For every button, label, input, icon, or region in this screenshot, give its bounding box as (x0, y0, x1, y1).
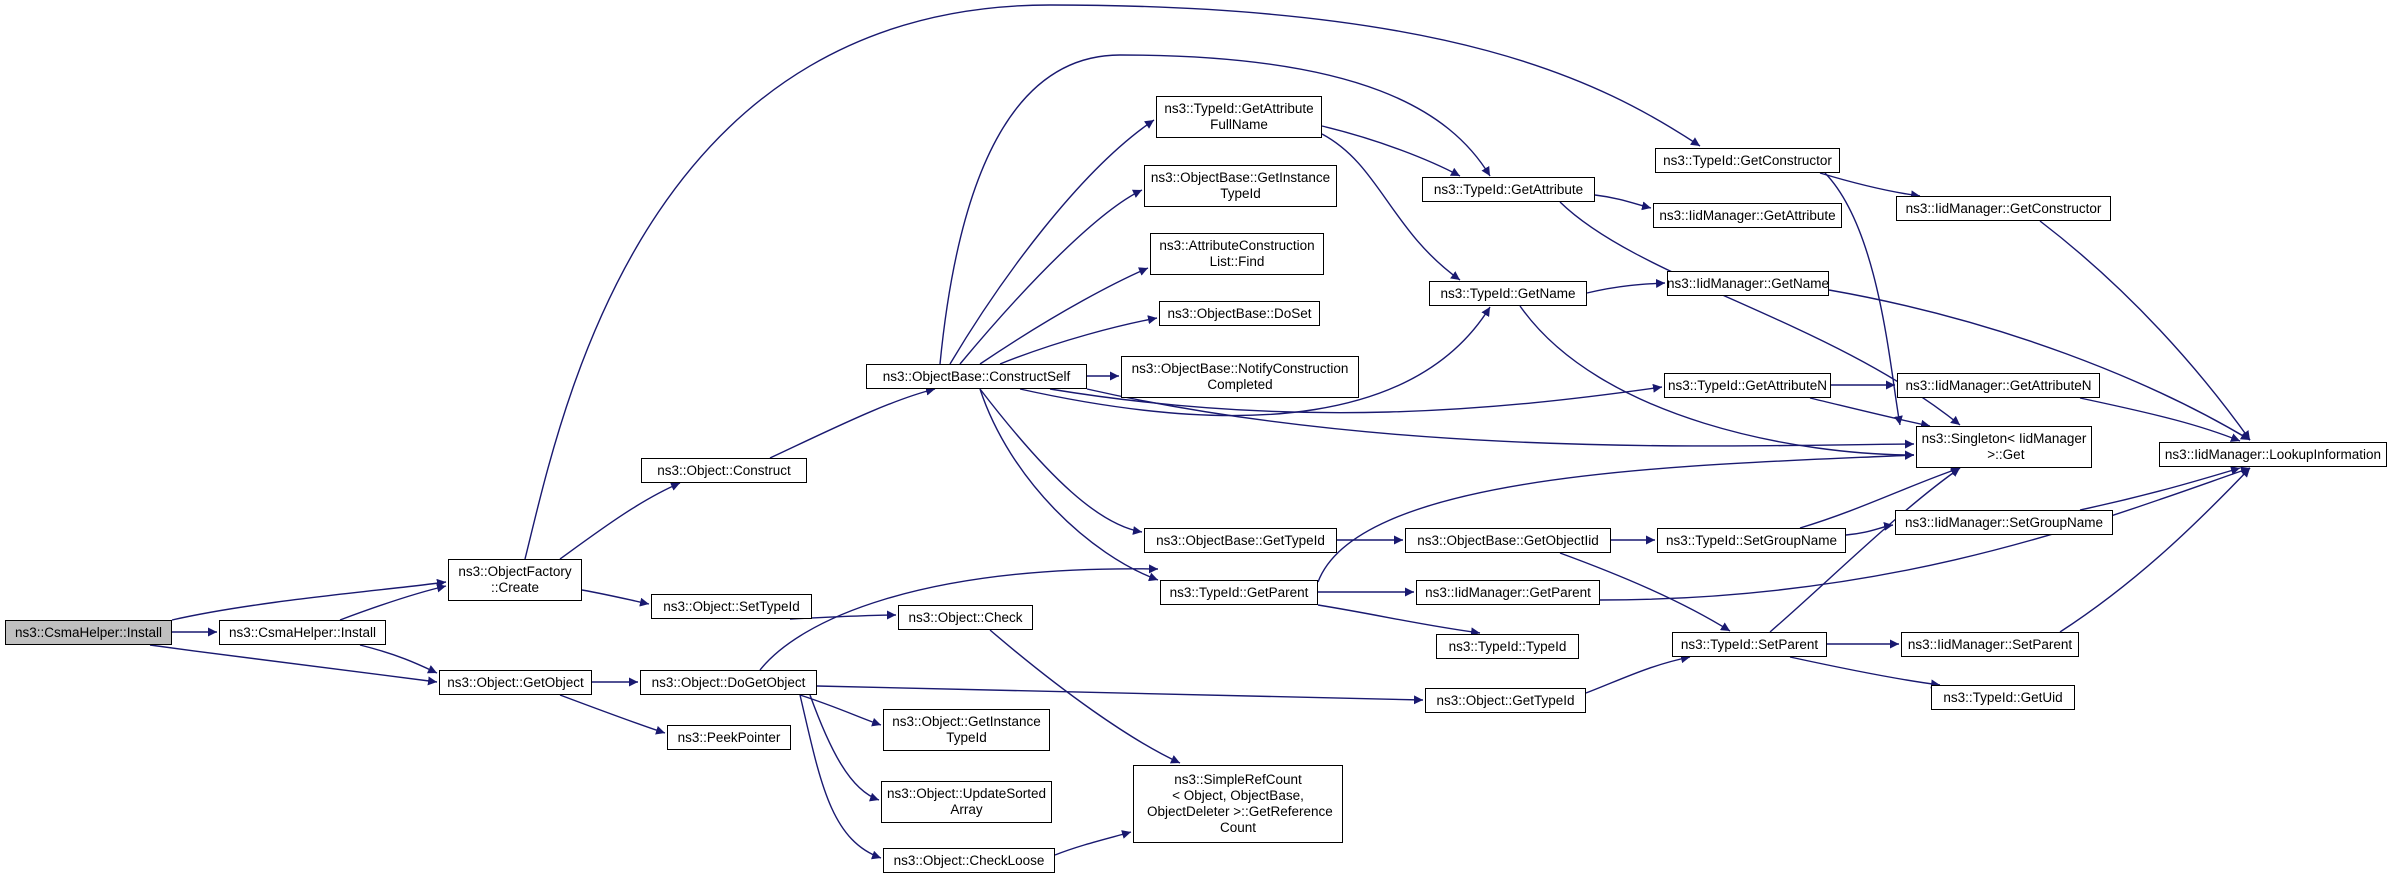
node-object-dogetobject[interactable]: ns3::Object::DoGetObject (640, 670, 817, 695)
edge-typeid-getname-to-iidmanager-getname (1586, 278, 1666, 294)
edge-typeid-setparent-to-typeid-getuid (1789, 656, 1941, 689)
node-iidmanager-setgroupname[interactable]: ns3::IidManager::SetGroupName (1895, 510, 2113, 535)
edge-constructself-to-typeid-getattribute (939, 54, 1491, 365)
node-typeid-typeid[interactable]: ns3::TypeId::TypeId (1436, 634, 1579, 659)
edge-object-checkloose-to-simplerefcount (1054, 830, 1132, 856)
node-object-construct[interactable]: ns3::Object::Construct (641, 458, 807, 483)
node-typeid-getuid[interactable]: ns3::TypeId::GetUid (1931, 685, 2075, 710)
edge-object-dogetobject-to-object-checkloose (799, 694, 882, 860)
node-objectbase-getobjectiid[interactable]: ns3::ObjectBase::GetObjectIid (1405, 528, 1611, 553)
node-iidmanager-setparent[interactable]: ns3::IidManager::SetParent (1901, 632, 2079, 657)
node-iidmanager-getattribute[interactable]: ns3::IidManager::GetAttribute (1653, 203, 1842, 228)
node-objectbase-getinstancetypeid[interactable]: ns3::ObjectBase::GetInstance TypeId (1144, 165, 1337, 207)
node-iidmanager-lookupinformation[interactable]: ns3::IidManager::LookupInformation (2159, 442, 2387, 467)
edge-constructself-to-typeid-getparent (979, 388, 1159, 582)
edge-iidmanager-getname-to-lookupinformation (1828, 289, 2251, 441)
edge-object-getobject-to-peekpointer (559, 694, 666, 735)
edge-iidmanager-getattributen-to-lookupinformation (2079, 397, 2241, 442)
node-peekpointer[interactable]: ns3::PeekPointer (667, 725, 791, 750)
node-object-updatesortedarray[interactable]: ns3::Object::UpdateSorted Array (881, 781, 1052, 823)
edge-constructself-to-objectbase-doset (999, 315, 1158, 365)
node-objectbase-doset[interactable]: ns3::ObjectBase::DoSet (1159, 301, 1320, 326)
edge-objectfactory-create-to-object-construct (559, 482, 681, 560)
node-object-check[interactable]: ns3::Object::Check (898, 605, 1033, 630)
edge-constructself-to-attributeconstructionlist-find (979, 267, 1149, 365)
node-object-settypeid[interactable]: ns3::Object::SetTypeId (651, 594, 812, 619)
edge-object-check-to-simplerefcount (989, 629, 1181, 764)
edge-constructself-to-typeid-getattributefullname (949, 119, 1155, 365)
node-object-getinstancetypeid[interactable]: ns3::Object::GetInstance TypeId (883, 709, 1050, 751)
node-typeid-getattributefullname[interactable]: ns3::TypeId::GetAttribute FullName (1156, 96, 1322, 138)
edge-typeid-setparent-to-singleton-get (1769, 467, 1961, 633)
node-object-getobject[interactable]: ns3::Object::GetObject (439, 670, 592, 695)
node-objectfactory-create[interactable]: ns3::ObjectFactory ::Create (448, 559, 582, 601)
node-iidmanager-getparent[interactable]: ns3::IidManager::GetParent (1416, 580, 1600, 605)
edge-csmahelper-install-root-to-objectfactory-create (171, 578, 447, 621)
node-iidmanager-getattributen[interactable]: ns3::IidManager::GetAttributeN (1897, 373, 2100, 398)
edge-object-gettypeid-to-typeid-setparent (1585, 654, 1691, 694)
edge-typeid-getparent-to-singleton-get (1317, 450, 1915, 583)
edge-constructself-to-objectbase-gettypeid (979, 388, 1143, 535)
node-object-checkloose[interactable]: ns3::Object::CheckLoose (883, 848, 1055, 873)
node-csmahelper-install[interactable]: ns3::CsmaHelper::Install (219, 620, 386, 645)
edge-objectbase-getobjectiid-to-typeid-setparent (1559, 552, 1731, 632)
edge-iidmanager-setgroupname-to-lookupinformation (2079, 466, 2241, 511)
node-typeid-getconstructor[interactable]: ns3::TypeId::GetConstructor (1655, 148, 1840, 173)
node-objectbase-notifyconstructioncompleted[interactable]: ns3::ObjectBase::NotifyConstruction Comp… (1121, 356, 1359, 398)
node-attributeconstructionlist-find[interactable]: ns3::AttributeConstruction List::Find (1150, 233, 1324, 275)
edge-object-construct-to-objectbase-constructself (769, 386, 936, 459)
edge-typeid-getattribute-to-iidmanager-getattribute (1594, 194, 1652, 211)
edge-iidmanager-getparent-to-lookupinformation (1599, 466, 2251, 601)
edge-constructself-to-singleton-get (1086, 388, 1915, 449)
edge-object-dogetobject-to-object-updatesortedarray (809, 694, 880, 802)
edge-object-dogetobject-to-object-gettypeid (816, 685, 1424, 705)
edge-typeid-getconstructor-to-iidmanager-getconstructor (1819, 172, 1921, 200)
node-object-gettypeid[interactable]: ns3::Object::GetTypeId (1425, 688, 1586, 713)
edge-object-dogetobject-to-typeid-getparent (759, 564, 1159, 671)
edge-typeid-getparent-to-typeid-typeid (1317, 604, 1481, 637)
node-iidmanager-getconstructor[interactable]: ns3::IidManager::GetConstructor (1896, 196, 2111, 221)
edge-typeid-getattributefullname-to-typeid-getname (1321, 133, 1461, 281)
edge-typeid-getattributefullname-to-typeid-getattribute (1321, 125, 1461, 177)
node-typeid-getattribute[interactable]: ns3::TypeId::GetAttribute (1422, 177, 1595, 202)
edge-constructself-to-typeid-getname (1019, 306, 1491, 417)
edge-csmahelper-install-to-objectfactory-create (339, 583, 447, 621)
edge-csmahelper-install-root-to-object-getobject (149, 644, 438, 686)
node-csmahelper-install-root: ns3::CsmaHelper::Install (5, 620, 172, 645)
edge-objectfactory-create-to-object-settypeid (581, 589, 650, 607)
node-typeid-getparent[interactable]: ns3::TypeId::GetParent (1160, 580, 1318, 605)
node-typeid-getname[interactable]: ns3::TypeId::GetName (1429, 281, 1587, 306)
node-objectbase-gettypeid[interactable]: ns3::ObjectBase::GetTypeId (1144, 528, 1337, 553)
edge-typeid-getname-to-singleton-get (1519, 305, 1915, 460)
node-typeid-setgroupname[interactable]: ns3::TypeId::SetGroupName (1657, 528, 1846, 553)
edge-csmahelper-install-to-object-getobject (359, 644, 438, 674)
node-singleton-iidmanager-get[interactable]: ns3::Singleton< IidManager >::Get (1916, 426, 2092, 468)
node-objectbase-constructself[interactable]: ns3::ObjectBase::ConstructSelf (866, 364, 1087, 389)
edge-constructself-to-objectbase-getinstancetypeid (959, 189, 1143, 365)
edge-objectfactory-create-to-typeid-getconstructor (524, 4, 1701, 560)
edge-typeid-setgroupname-to-iidmanager-setgroupname (1845, 521, 1894, 536)
edge-typeid-setgroupname-to-singleton-get (1799, 466, 1961, 529)
edge-iidmanager-getconstructor-to-lookupinformation (2039, 220, 2251, 441)
node-iidmanager-getname[interactable]: ns3::IidManager::GetName (1667, 271, 1829, 296)
node-simplerefcount-getreferencecount[interactable]: ns3::SimpleRefCount < Object, ObjectBase… (1133, 765, 1343, 843)
edge-typeid-getattributen-to-singleton-get (1809, 397, 1931, 429)
node-typeid-setparent[interactable]: ns3::TypeId::SetParent (1672, 632, 1827, 657)
edge-iidmanager-setparent-to-lookupinformation (2059, 467, 2251, 633)
node-typeid-getattributen[interactable]: ns3::TypeId::GetAttributeN (1664, 373, 1831, 398)
